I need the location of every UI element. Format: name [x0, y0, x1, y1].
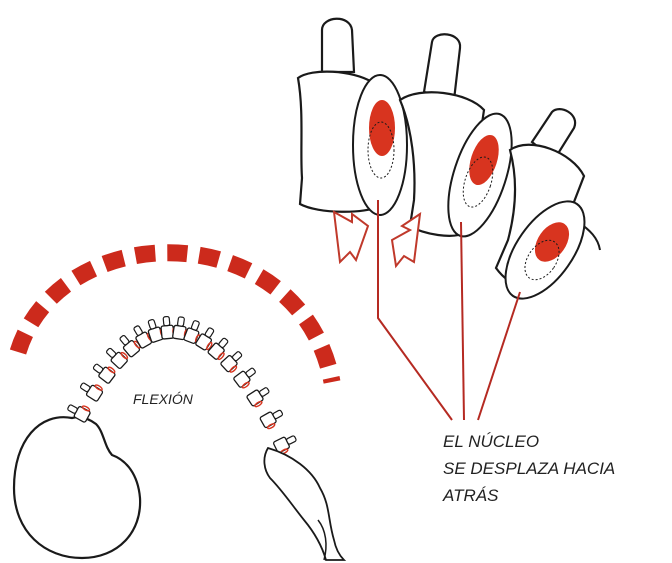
small-spinous-process — [177, 317, 184, 327]
small-spinous-process — [80, 382, 91, 392]
small-spinous-process — [133, 325, 143, 336]
spinous-process-1 — [322, 19, 354, 72]
flexion-arc — [18, 253, 332, 382]
sacrum-outline — [264, 448, 344, 560]
nucleus-label-line-1: EL NÚCLEO — [443, 432, 539, 451]
small-vertebra — [246, 384, 272, 408]
small-vertebra — [233, 365, 259, 390]
small-spinous-process — [163, 316, 170, 326]
small-spinous-process — [191, 320, 200, 331]
spinous-process-2 — [424, 34, 460, 100]
leader-line-2 — [461, 222, 464, 420]
compression-arrow-right — [392, 214, 420, 266]
enlarged-vertebrae-detail: EL NÚCLEO SE DESPLAZA HACIA ATRÁS — [298, 19, 615, 505]
small-spinous-process — [148, 319, 157, 329]
compression-arrow-left — [334, 212, 368, 262]
spine-flexion-figure: FLEXIÓN — [14, 253, 344, 560]
small-spinous-process — [286, 435, 297, 444]
flexion-label: FLEXIÓN — [133, 391, 194, 407]
small-spinous-process — [272, 410, 283, 420]
small-vertebra — [78, 378, 104, 402]
leader-line-3 — [478, 292, 520, 420]
intervertebral-disc-1 — [353, 75, 407, 215]
nucleus-label-line-3: ATRÁS — [442, 486, 499, 505]
skull-outline — [14, 417, 140, 558]
small-spinous-process — [259, 387, 270, 397]
small-spinous-process — [67, 404, 78, 414]
small-vertebra — [260, 407, 286, 431]
nucleus-label-line-2: SE DESPLAZA HACIA — [443, 459, 615, 478]
small-spinous-process — [205, 327, 215, 338]
